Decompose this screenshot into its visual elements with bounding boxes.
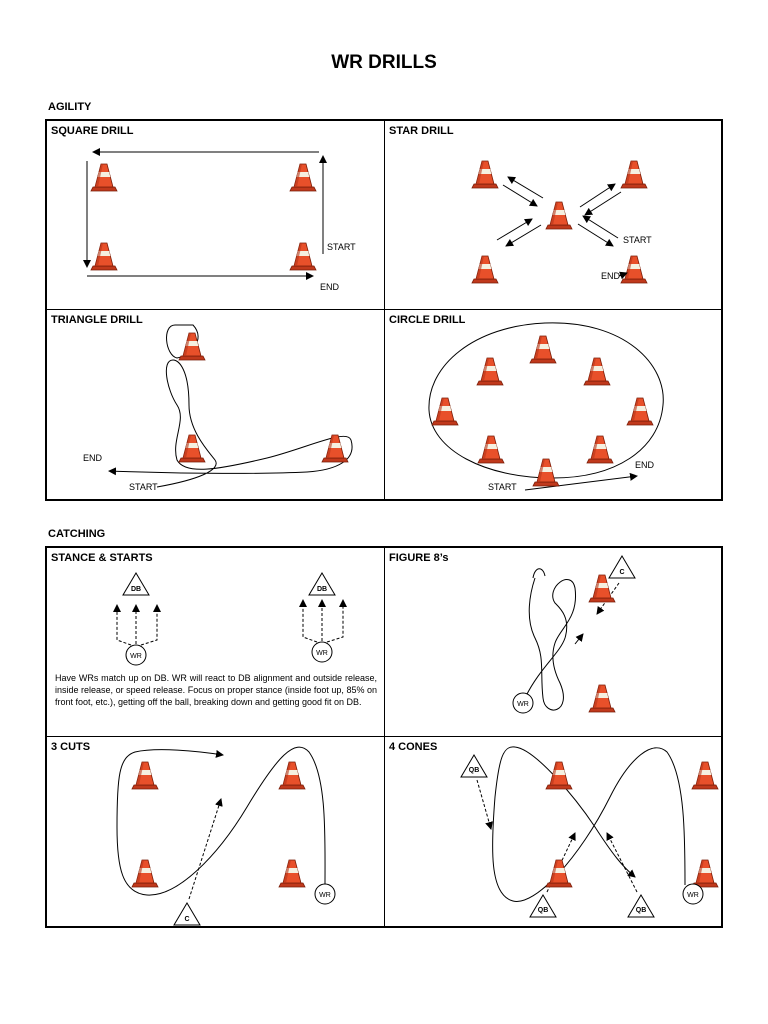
section-catching: CATCHING — [48, 528, 106, 540]
page-title: WR DRILLS — [331, 52, 437, 73]
cone-icon — [532, 458, 560, 487]
agility-grid: SQUARE DRILL START END STAR DRILL — [45, 119, 723, 501]
cone-icon — [131, 761, 159, 790]
end-label: END — [83, 453, 103, 463]
wr-label: WR — [130, 653, 142, 660]
c-label: C — [619, 569, 624, 576]
qb-label: QB — [538, 907, 549, 914]
cone-icon — [626, 397, 654, 426]
figure-8s-title: FIGURE 8’s — [389, 552, 449, 564]
section-agility: AGILITY — [48, 101, 92, 113]
cone-icon — [476, 357, 504, 386]
cone-icon — [471, 160, 499, 189]
catching-grid: STANCE & STARTS DB WR DB WR Have WRs mat… — [45, 546, 723, 928]
cone-icon — [289, 242, 317, 271]
cone-icon — [545, 201, 573, 230]
4-cones-title: 4 CONES — [389, 741, 438, 753]
circle-drill-diagram: START END — [428, 322, 664, 492]
start-label: START — [129, 482, 158, 492]
stance-starts-diagram: DB WR DB WR — [113, 572, 347, 666]
start-label: START — [623, 235, 652, 245]
wr-label: WR — [316, 650, 328, 657]
start-label: START — [327, 242, 356, 252]
cone-icon — [545, 761, 573, 790]
wr-label: WR — [319, 892, 331, 899]
cone-icon — [588, 684, 616, 713]
circle-drill-panel: CIRCLE DRILL START END — [384, 309, 722, 500]
end-label: END — [601, 271, 621, 281]
cone-icon — [278, 859, 306, 888]
start-label: START — [488, 482, 517, 492]
3-cuts-title: 3 CUTS — [51, 741, 91, 753]
square-drill-panel: SQUARE DRILL START END — [46, 120, 385, 310]
triangle-drill-panel: TRIANGLE DRILL END START — [46, 309, 385, 500]
db-label: DB — [317, 586, 327, 593]
cone-icon — [691, 761, 719, 790]
4-cones-panel: 4 CONES QB QB QB WR — [384, 736, 722, 927]
end-label: END — [320, 282, 340, 292]
qb-label: QB — [636, 907, 647, 914]
cone-icon — [178, 332, 206, 361]
cone-icon — [321, 434, 349, 463]
star-drill-panel: STAR DRILL START END — [384, 120, 722, 310]
4-cones-diagram: QB QB QB WR — [460, 746, 719, 918]
cone-icon — [131, 859, 159, 888]
cone-icon — [90, 163, 118, 192]
cone-icon — [545, 859, 573, 888]
stance-starts-note: Have WRs match up on DB. WR will react t… — [55, 673, 377, 707]
cone-icon — [477, 435, 505, 464]
triangle-drill-title: TRIANGLE DRILL — [51, 314, 143, 326]
wr-label: WR — [687, 892, 699, 899]
cone-icon — [620, 255, 648, 284]
star-drill-title: STAR DRILL — [389, 125, 454, 137]
cone-icon — [178, 434, 206, 463]
star-drill-diagram: START END — [471, 160, 652, 284]
cone-icon — [691, 859, 719, 888]
triangle-drill-diagram: END START — [83, 324, 353, 492]
cone-icon — [529, 335, 557, 364]
3-cuts-diagram: C WR — [116, 746, 336, 926]
cone-icon — [471, 255, 499, 284]
cone-icon — [431, 397, 459, 426]
cone-icon — [278, 761, 306, 790]
wr-label: WR — [517, 701, 529, 708]
c-label: C — [184, 916, 189, 923]
db-label: DB — [131, 586, 141, 593]
figure-8s-diagram: C WR — [512, 555, 636, 714]
end-label: END — [635, 460, 655, 470]
3-cuts-panel: 3 CUTS C WR — [46, 736, 385, 927]
circle-drill-title: CIRCLE DRILL — [389, 314, 466, 326]
figure-8s-panel: FIGURE 8’s C WR — [384, 547, 722, 737]
cone-icon — [620, 160, 648, 189]
qb-label: QB — [469, 767, 480, 774]
cone-icon — [586, 435, 614, 464]
square-drill-title: SQUARE DRILL — [51, 125, 134, 137]
cone-icon — [583, 357, 611, 386]
square-drill-diagram: START END — [83, 148, 356, 292]
cone-icon — [90, 242, 118, 271]
cone-icon — [588, 574, 616, 603]
stance-starts-panel: STANCE & STARTS DB WR DB WR Have WRs mat… — [46, 547, 385, 737]
cone-icon — [289, 163, 317, 192]
stance-starts-title: STANCE & STARTS — [51, 552, 153, 564]
